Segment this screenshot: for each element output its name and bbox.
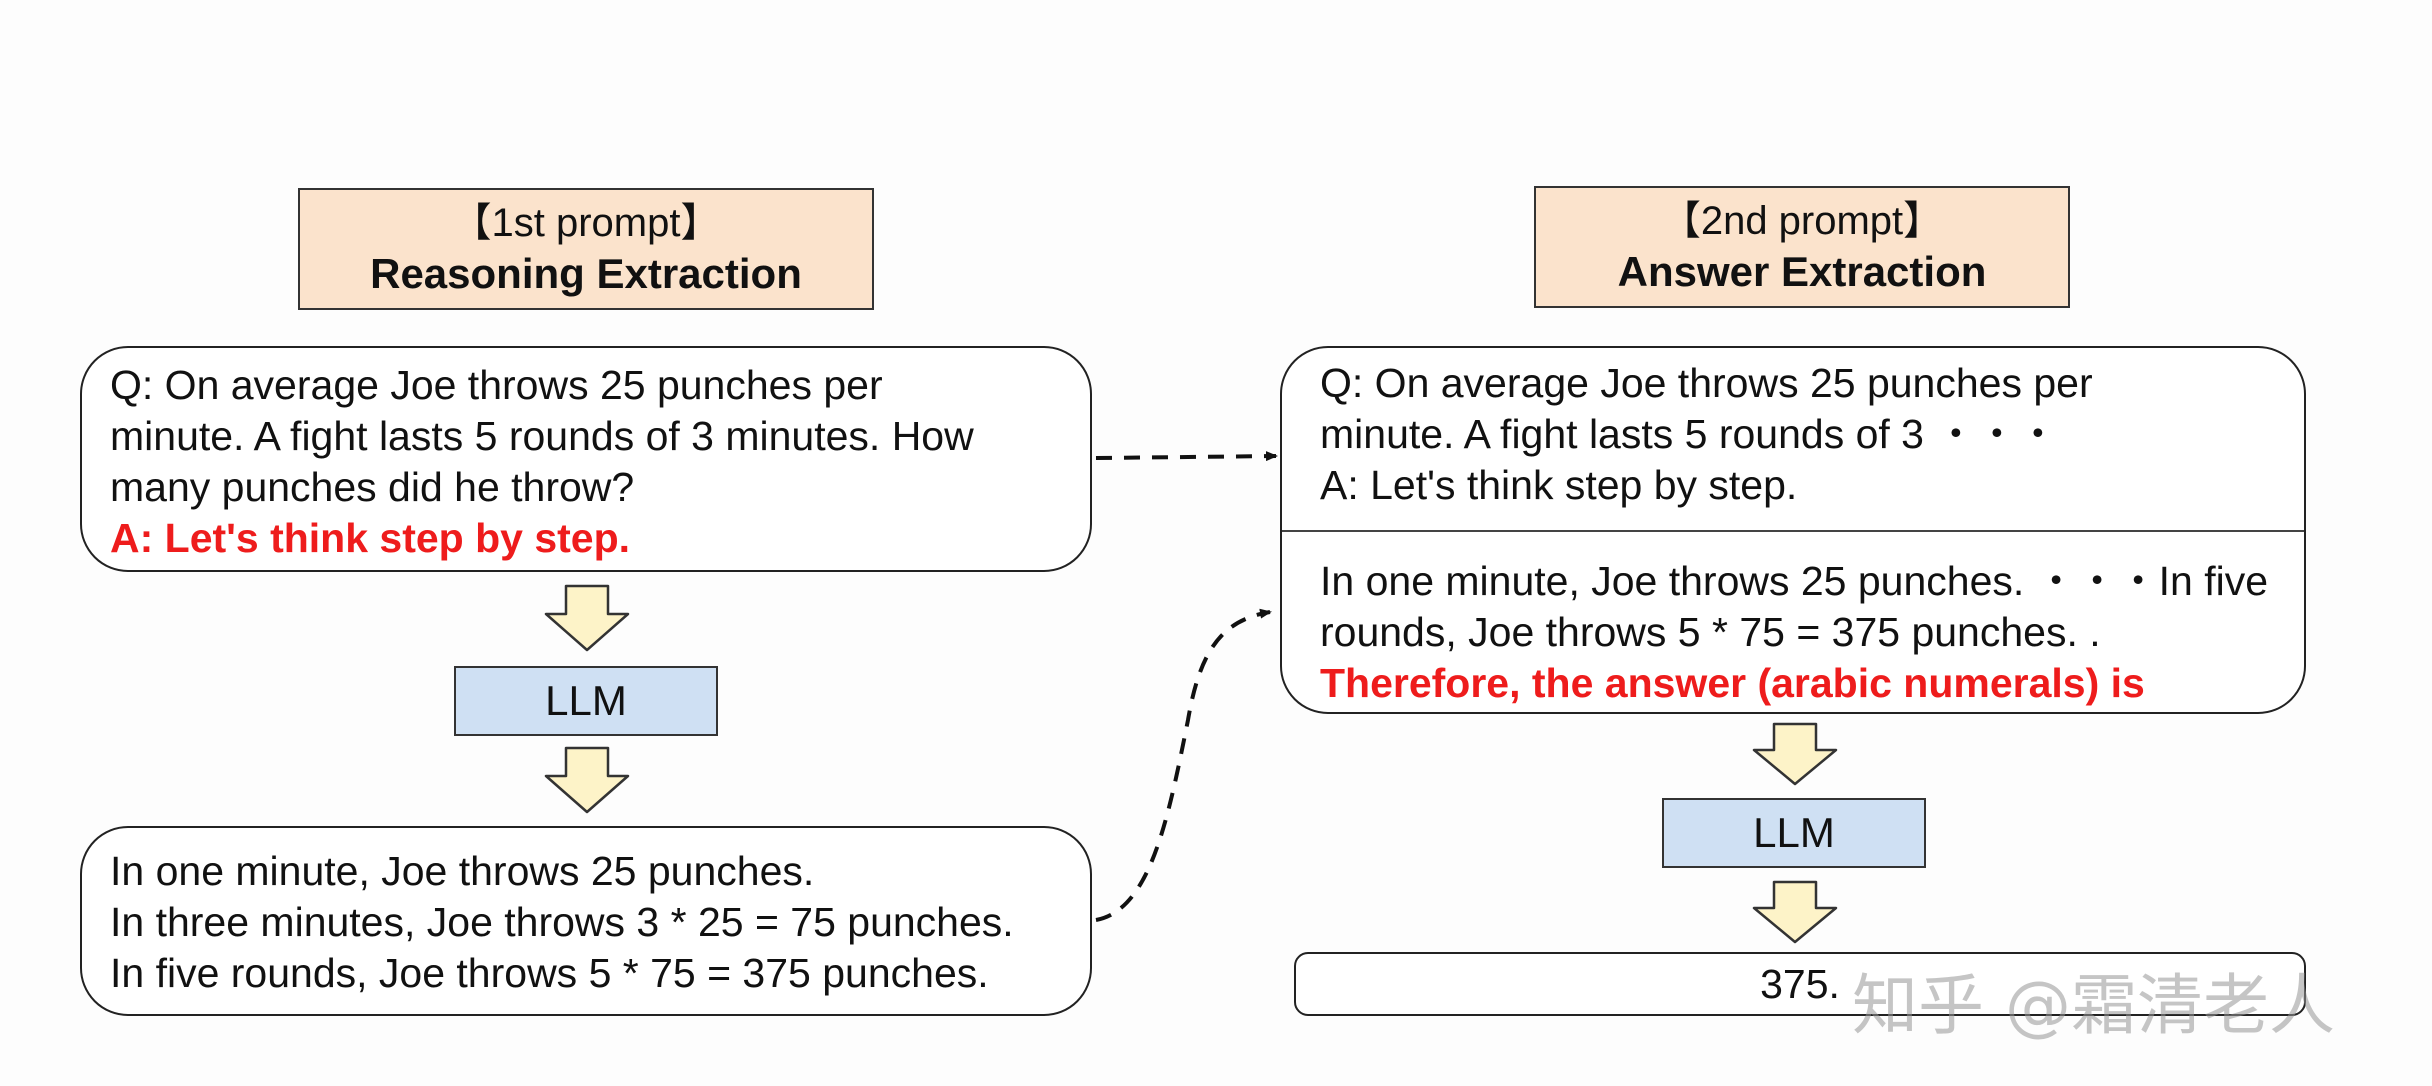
right-header-box: 【2nd prompt】 Answer Extraction — [1534, 186, 2070, 308]
right-question-line: Q: On average Joe throws 25 punches per — [1320, 360, 2093, 406]
prompt-divider — [1282, 530, 2304, 532]
right-reasoning-line: rounds, Joe throws 5 * 75 = 375 punches.… — [1320, 609, 2101, 655]
dashed-arrow-reasoning — [1095, 608, 1272, 922]
down-arrow-icon — [1752, 722, 1838, 786]
down-arrow-icon — [1752, 880, 1838, 944]
left-output-line: In three minutes, Joe throws 3 * 25 = 75… — [110, 899, 1014, 945]
watermark-text: 知乎 @霜清老人 — [1852, 967, 2335, 1044]
left-llm-label: LLM — [545, 677, 627, 724]
right-question-line: A: Let's think step by step. — [1320, 462, 1798, 508]
right-trigger-text: Therefore, the answer (arabic numerals) … — [1320, 660, 2145, 706]
answer-box: 375. — [1294, 952, 2306, 1016]
right-question-line: minute. A fight lasts 5 rounds of 3 ・・・ — [1320, 411, 2059, 457]
right-prompt-box: Q: On average Joe throws 25 punches per … — [1280, 346, 2306, 714]
left-output-box: In one minute, Joe throws 25 punches. In… — [80, 826, 1092, 1016]
down-arrow-icon — [544, 584, 630, 652]
left-prompt-box: Q: On average Joe throws 25 punches per … — [80, 346, 1092, 572]
right-llm-box: LLM — [1662, 798, 1926, 868]
left-question-line: many punches did he throw? — [110, 464, 635, 510]
right-reasoning: In one minute, Joe throws 25 punches. ・・… — [1320, 556, 2268, 709]
left-question-line: minute. A fight lasts 5 rounds of 3 minu… — [110, 413, 974, 459]
left-trigger-text: A: Let's think step by step. — [110, 515, 631, 561]
left-output: In one minute, Joe throws 25 punches. In… — [110, 846, 1014, 999]
right-question: Q: On average Joe throws 25 punches per … — [1320, 358, 2093, 511]
answer-text: 375. — [1760, 960, 1840, 1007]
left-header-sub: 【1st prompt】 — [451, 200, 721, 245]
left-output-line: In five rounds, Joe throws 5 * 75 = 375 … — [110, 950, 989, 996]
right-llm-label: LLM — [1753, 809, 1835, 856]
right-reasoning-line: In one minute, Joe throws 25 punches. ・・… — [1320, 558, 2269, 604]
left-question-line: Q: On average Joe throws 25 punches per — [110, 362, 883, 408]
right-header-sub: 【2nd prompt】 — [1660, 198, 1944, 243]
left-header-title: Reasoning Extraction — [370, 249, 802, 297]
right-header-title: Answer Extraction — [1617, 247, 1987, 295]
dashed-arrow-prompt — [1095, 451, 1278, 462]
left-output-line: In one minute, Joe throws 25 punches. — [110, 848, 815, 894]
down-arrow-icon — [544, 746, 630, 814]
left-question: Q: On average Joe throws 25 punches per … — [110, 360, 974, 564]
left-llm-box: LLM — [454, 666, 718, 736]
left-header-box: 【1st prompt】 Reasoning Extraction — [298, 188, 874, 310]
